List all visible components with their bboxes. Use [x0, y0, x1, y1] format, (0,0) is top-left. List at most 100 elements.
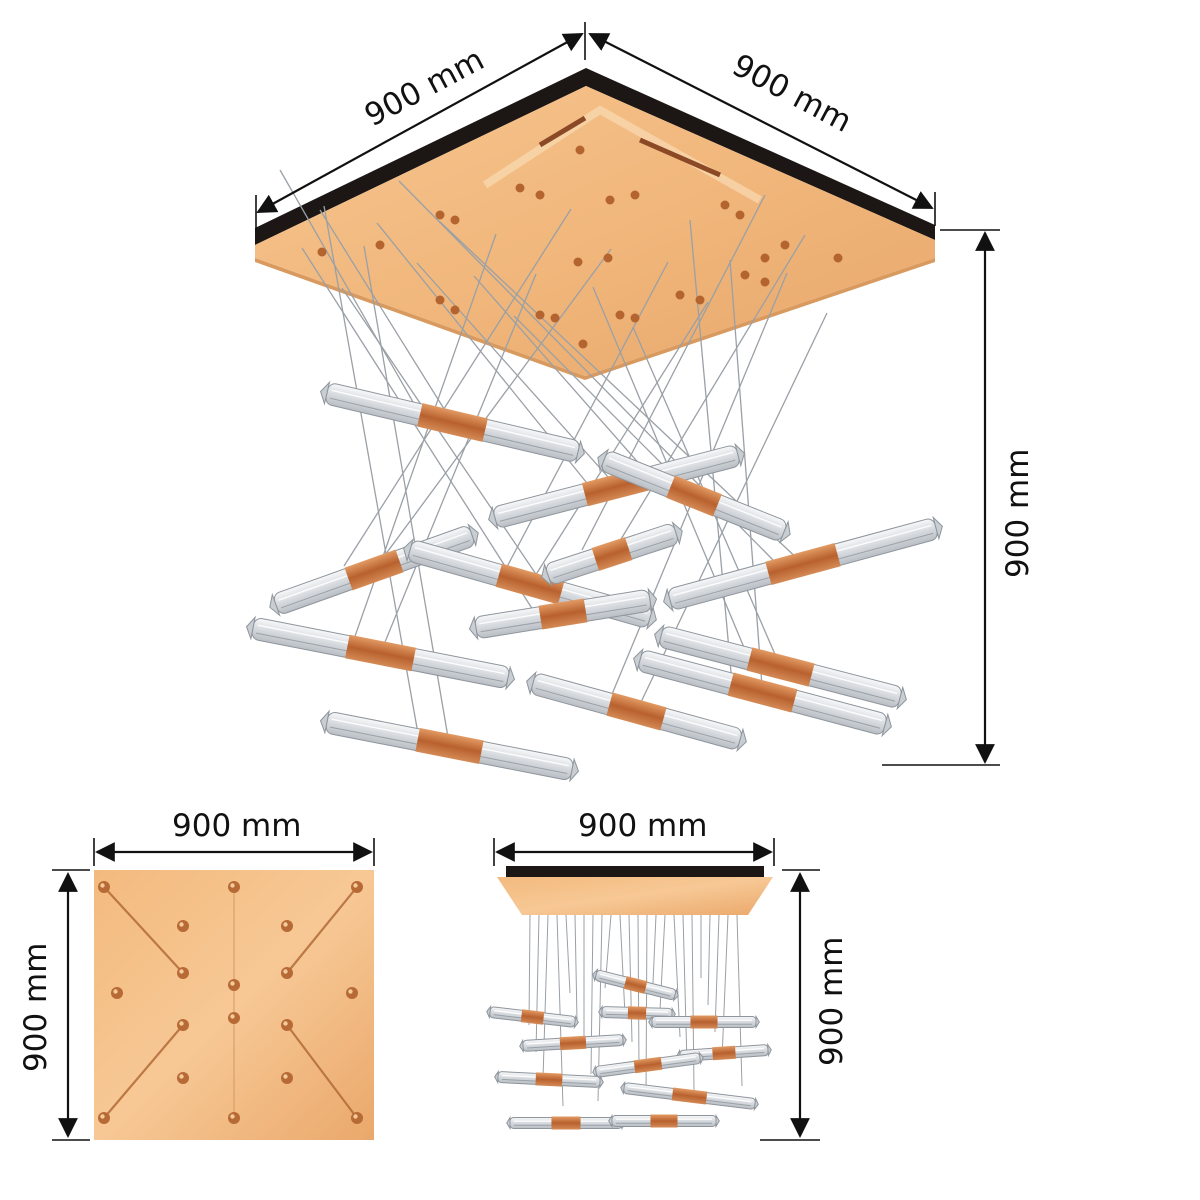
- canopy-knob: [375, 240, 385, 250]
- side-view-height-line: [760, 869, 820, 1141]
- canopy-knob: [720, 200, 730, 210]
- canopy-knob: [435, 295, 445, 305]
- mount-highlight: [100, 1114, 105, 1119]
- side-view-wire: [721, 914, 729, 1060]
- crystal-rod: [597, 448, 791, 544]
- mount-highlight: [283, 922, 288, 927]
- side-view: 900 mm 900 mm: [486, 808, 850, 1141]
- canopy-knob: [780, 240, 790, 250]
- perspective-view: 900 mm 900 mm 900 mm: [245, 22, 1036, 783]
- dimension-height-label: 900 mm: [1000, 449, 1036, 578]
- canopy-knob: [450, 305, 460, 315]
- side-view-rod: [592, 1050, 704, 1080]
- canopy-knob: [760, 253, 770, 263]
- crystal-rod: [245, 615, 516, 691]
- suspension-wire: [729, 259, 764, 693]
- crystal-rods: [245, 380, 943, 783]
- crystal-rod: [468, 587, 658, 641]
- mount-highlight: [179, 1021, 184, 1026]
- mount-highlight: [230, 883, 235, 888]
- mount-highlight: [353, 1114, 358, 1119]
- top-view-width-line: [93, 838, 375, 866]
- side-view-wire: [542, 914, 549, 1080]
- canopy-knob: [740, 270, 750, 280]
- canopy-knob: [550, 313, 560, 323]
- suspension-wire: [301, 247, 534, 611]
- side-view-wire: [707, 914, 711, 1006]
- dimension-depth-line: [588, 33, 936, 226]
- side-view-crystal-rods: [486, 968, 772, 1131]
- mount-highlight: [353, 883, 358, 888]
- mount-highlight: [100, 883, 105, 888]
- side-view-wire: [590, 914, 594, 1075]
- dimension-width-line: [255, 22, 586, 230]
- crystal-rod: [654, 623, 907, 711]
- mount-highlight: [179, 922, 184, 927]
- side-view-canopy: [497, 877, 773, 915]
- top-view: 900 mm 900 mm: [18, 808, 375, 1141]
- canopy-knob: [578, 339, 588, 349]
- side-view-rod: [486, 1004, 579, 1030]
- side-view-rod: [648, 1014, 760, 1030]
- canopy-knob: [833, 253, 843, 263]
- suspension-wire: [319, 209, 454, 423]
- canopy-knob: [630, 313, 640, 323]
- dimension-depth-label: 900 mm: [726, 47, 857, 140]
- side-view-width-label: 900 mm: [578, 808, 707, 844]
- side-view-wire: [714, 914, 720, 1033]
- canopy-knob: [535, 190, 545, 200]
- mount-highlight: [230, 1114, 235, 1119]
- canopy-knob: [573, 257, 583, 267]
- top-view-depth-label: 900 mm: [18, 943, 54, 1072]
- side-view-wire: [736, 914, 743, 1087]
- crystal-rod: [633, 647, 892, 738]
- mount-highlight: [283, 1074, 288, 1079]
- mount-highlight: [230, 1014, 235, 1019]
- canopy-knob: [630, 190, 640, 200]
- mount-highlight: [230, 981, 235, 986]
- suspension-wire: [499, 261, 669, 581]
- canopy-knob: [760, 277, 770, 287]
- side-view-wire: [652, 914, 657, 984]
- side-view-rod: [519, 1032, 627, 1054]
- canopy-knob: [675, 290, 685, 300]
- canopy-knob: [450, 215, 460, 225]
- canopy-knob: [735, 210, 745, 220]
- side-view-rod: [608, 1113, 720, 1129]
- suspension-wire: [343, 208, 572, 567]
- dimension-height-line: [882, 229, 1000, 766]
- top-view-depth-line: [52, 869, 90, 1141]
- crystal-rod: [319, 709, 580, 783]
- canopy-knob: [615, 310, 625, 320]
- canopy-knob: [605, 195, 615, 205]
- side-view-rod: [506, 1115, 626, 1131]
- top-view-width-label: 900 mm: [172, 808, 301, 844]
- side-view-canopy-edge: [506, 866, 764, 877]
- side-view-wire: [682, 914, 688, 1065]
- mount-highlight: [179, 969, 184, 974]
- canopy-plate: [255, 86, 935, 376]
- suspension-wire: [373, 248, 612, 571]
- canopy-knob: [603, 253, 613, 263]
- canopy-knob: [515, 183, 525, 193]
- side-view-wire: [565, 914, 571, 994]
- canopy-knob: [575, 145, 585, 155]
- suspension-wire: [611, 234, 806, 555]
- side-view-wire: [528, 914, 531, 1026]
- canopy-knob: [435, 210, 445, 220]
- crystal-rod: [541, 520, 683, 588]
- mount-highlight: [283, 969, 288, 974]
- side-view-width-line: [493, 838, 775, 866]
- canopy-knob: [695, 295, 705, 305]
- canopy-knob: [317, 247, 327, 257]
- crystal-rod: [663, 515, 943, 613]
- side-view-rod: [620, 1080, 759, 1112]
- mount-highlight: [179, 1074, 184, 1079]
- mount-highlight: [283, 1021, 288, 1026]
- side-view-wire: [619, 914, 626, 1016]
- suspension-wire: [341, 287, 564, 615]
- side-view-height-label: 900 mm: [814, 937, 850, 1066]
- side-view-rod: [494, 1069, 604, 1090]
- side-view-rod: [592, 968, 679, 1002]
